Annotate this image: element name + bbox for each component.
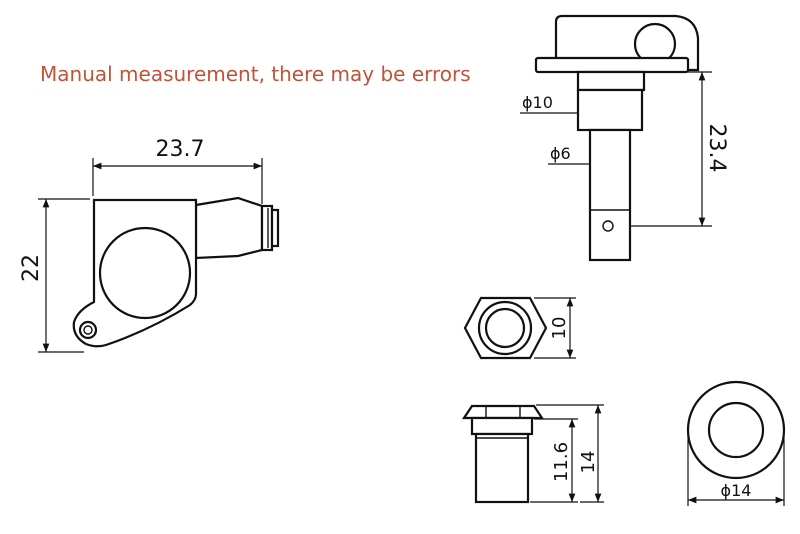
mounting-hole [78,320,98,340]
dimension-bushing-inner: 11.6 [530,418,578,503]
label-shaft-length: 23.4 [704,124,729,173]
bushing-side-view [461,404,545,504]
dimension-shaft-length: 23.4 [630,71,729,227]
gear-housing-circle [98,226,192,320]
label-washer: ϕ14 [721,481,752,500]
dimension-washer: ϕ14 [687,434,785,506]
label-width-body: 23.7 [156,137,205,162]
hex-nut-view [463,296,548,360]
dimension-shaft-large: ϕ10 [520,93,578,114]
dimension-shaft-small: ϕ6 [548,144,590,165]
tuner-shaft-view [534,14,700,262]
label-height-body: 22 [19,254,44,282]
measurement-note: Manual measurement, there may be errors [40,62,471,86]
dimension-height-body: 22 [19,198,90,353]
label-hex-nut: 10 [549,317,570,340]
washer-view [686,380,786,480]
label-bushing-total: 14 [578,451,599,474]
label-shaft-small: ϕ6 [550,144,571,163]
tuner-side-view [72,196,280,348]
dimension-width-body: 23.7 [92,137,263,204]
label-bushing-inner: 11.6 [551,442,572,482]
dimension-bushing-total: 14 [536,404,604,503]
dimension-hex-nut: 10 [534,297,576,359]
label-shaft-large: ϕ10 [522,93,553,112]
